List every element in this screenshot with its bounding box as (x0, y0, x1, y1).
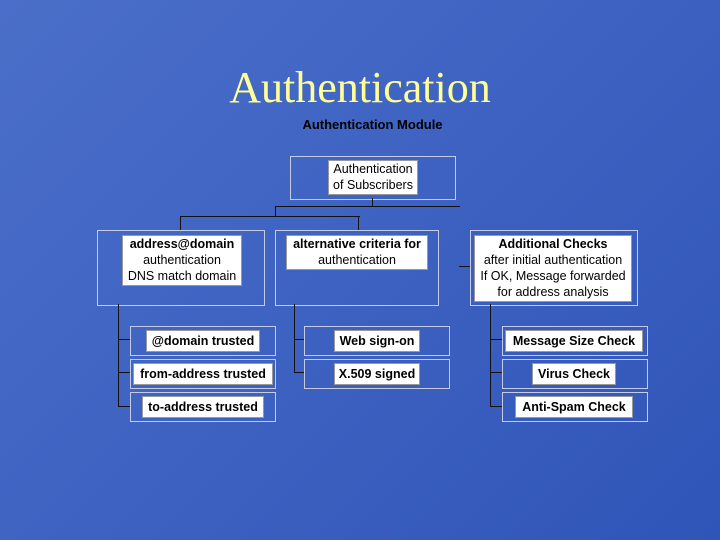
branch-3-line-2: after initial authentication (483, 253, 623, 267)
branch-3-line-4: for address analysis (497, 285, 609, 299)
root-node-frame (290, 156, 456, 200)
root-node-line-1: Authentication (333, 162, 413, 176)
branch-1-line-1: address@domain (129, 237, 235, 251)
child-node-3-2: Virus Check (532, 363, 616, 385)
child-tick-2-2 (294, 372, 304, 373)
branch-drop-2 (275, 206, 276, 217)
branch-frame-3 (470, 230, 638, 306)
child-frame-2-1 (304, 326, 450, 356)
child-frame-1-3 (130, 392, 276, 422)
child-node-1-1: @domain trusted (146, 330, 260, 352)
child-node-1-2: from-address trusted (133, 363, 273, 385)
branch-frame-2 (275, 230, 439, 306)
child-frame-1-1 (130, 326, 276, 356)
branch-node-2: alternative criteria for authentication (286, 235, 428, 270)
branch-bus-line (275, 206, 460, 207)
branch-bus-left (180, 216, 360, 217)
diagram-title: Authentication Module (302, 117, 443, 132)
branch-drop-2b (358, 216, 359, 230)
child-frame-2-2 (304, 359, 450, 389)
slide-title: Authentication (229, 63, 491, 112)
branch-2-line-2: authentication (318, 253, 396, 267)
branch-1-line-2: authentication (143, 253, 221, 267)
branch-node-3: Additional Checks after initial authenti… (474, 235, 632, 302)
child-spine-3 (490, 304, 491, 406)
root-connector (372, 198, 373, 206)
branch-frame-1 (97, 230, 265, 306)
child-node-1-3: to-address trusted (142, 396, 264, 418)
child-frame-1-2 (130, 359, 276, 389)
child-tick-2-1 (294, 339, 304, 340)
branch-drop-1 (180, 216, 181, 230)
child-tick-1-1 (118, 339, 130, 340)
child-spine-2 (294, 304, 295, 373)
child-frame-3-1 (502, 326, 648, 356)
child-tick-3-1 (490, 339, 502, 340)
child-node-3-3: Anti-Spam Check (515, 396, 633, 418)
child-node-2-1: Web sign-on (334, 330, 420, 352)
branch-link-3 (459, 266, 471, 267)
child-tick-3-2 (490, 372, 502, 373)
branch-node-1: address@domain authentication DNS match … (122, 235, 242, 286)
branch-3-line-3: If OK, Message forwarded (480, 269, 626, 283)
child-frame-3-2 (502, 359, 648, 389)
child-spine-1 (118, 304, 119, 406)
child-node-3-1: Message Size Check (505, 330, 643, 352)
child-tick-1-2 (118, 372, 130, 373)
child-node-2-2: X.509 signed (334, 363, 420, 385)
branch-2-line-1: alternative criteria for (293, 237, 421, 251)
branch-3-line-1: Additional Checks (498, 237, 608, 251)
child-tick-1-3 (118, 406, 130, 407)
root-node-line-2: of Subscribers (333, 178, 413, 192)
root-node: Authentication of Subscribers (328, 160, 418, 195)
child-frame-3-3 (502, 392, 648, 422)
branch-1-line-3: DNS match domain (127, 269, 237, 283)
child-tick-3-3 (490, 406, 502, 407)
